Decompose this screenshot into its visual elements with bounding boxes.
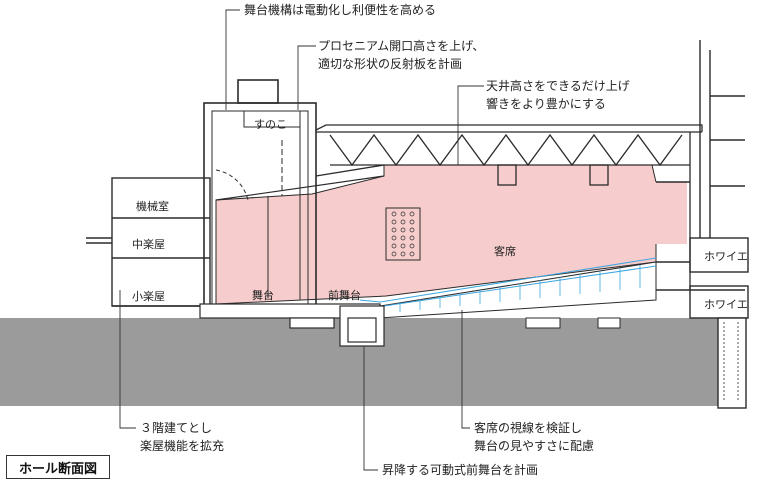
callout-sightline-line2: 舞台の見やすさに配慮 <box>474 439 595 453</box>
room-label-middle-green-room: 中楽屋 <box>132 238 165 251</box>
hall-interior <box>215 164 687 305</box>
callout-ceiling-line1: 天井高さをできるだけ上げ <box>486 79 630 93</box>
acoustic-panel <box>385 207 421 261</box>
leader-lines <box>119 9 484 471</box>
backstage-block <box>86 177 211 307</box>
room-label-foyer-lower: ホワイエ <box>704 298 748 311</box>
room-label-stage: 舞台 <box>252 289 274 302</box>
room-label-forestage: 前舞台 <box>328 289 361 302</box>
room-label-foyer-upper: ホワイエ <box>704 250 748 263</box>
room-label-small-green-room: 小楽屋 <box>132 290 165 303</box>
callout-three-story-line2: 楽屋機能を拡充 <box>140 439 225 453</box>
room-label-sunoko: すのこ <box>254 118 287 131</box>
callout-sightline-line1: 客席の視線を検証し <box>474 421 583 435</box>
callout-lift-forestage: 昇降する可動式前舞台を計画 <box>382 463 539 477</box>
callout-three-story-line1: ３階建てとし <box>140 421 213 435</box>
callout-proscenium-line2: 適切な形状の反射板を計画 <box>318 57 463 71</box>
room-label-seats: 客席 <box>494 245 516 258</box>
callout-ceiling-line2: 響きをより豊かにする <box>486 97 606 111</box>
callout-proscenium-line1: プロセニアム開口高さを上げ、 <box>318 39 485 53</box>
figure-title: ホール断面図 <box>6 455 110 479</box>
callout-stage-mechanism: 舞台機構は電動化し利便性を高める <box>244 3 437 17</box>
room-label-machine-room: 機械室 <box>136 200 169 213</box>
stage-floor <box>199 303 385 347</box>
foyer-block <box>656 40 749 409</box>
